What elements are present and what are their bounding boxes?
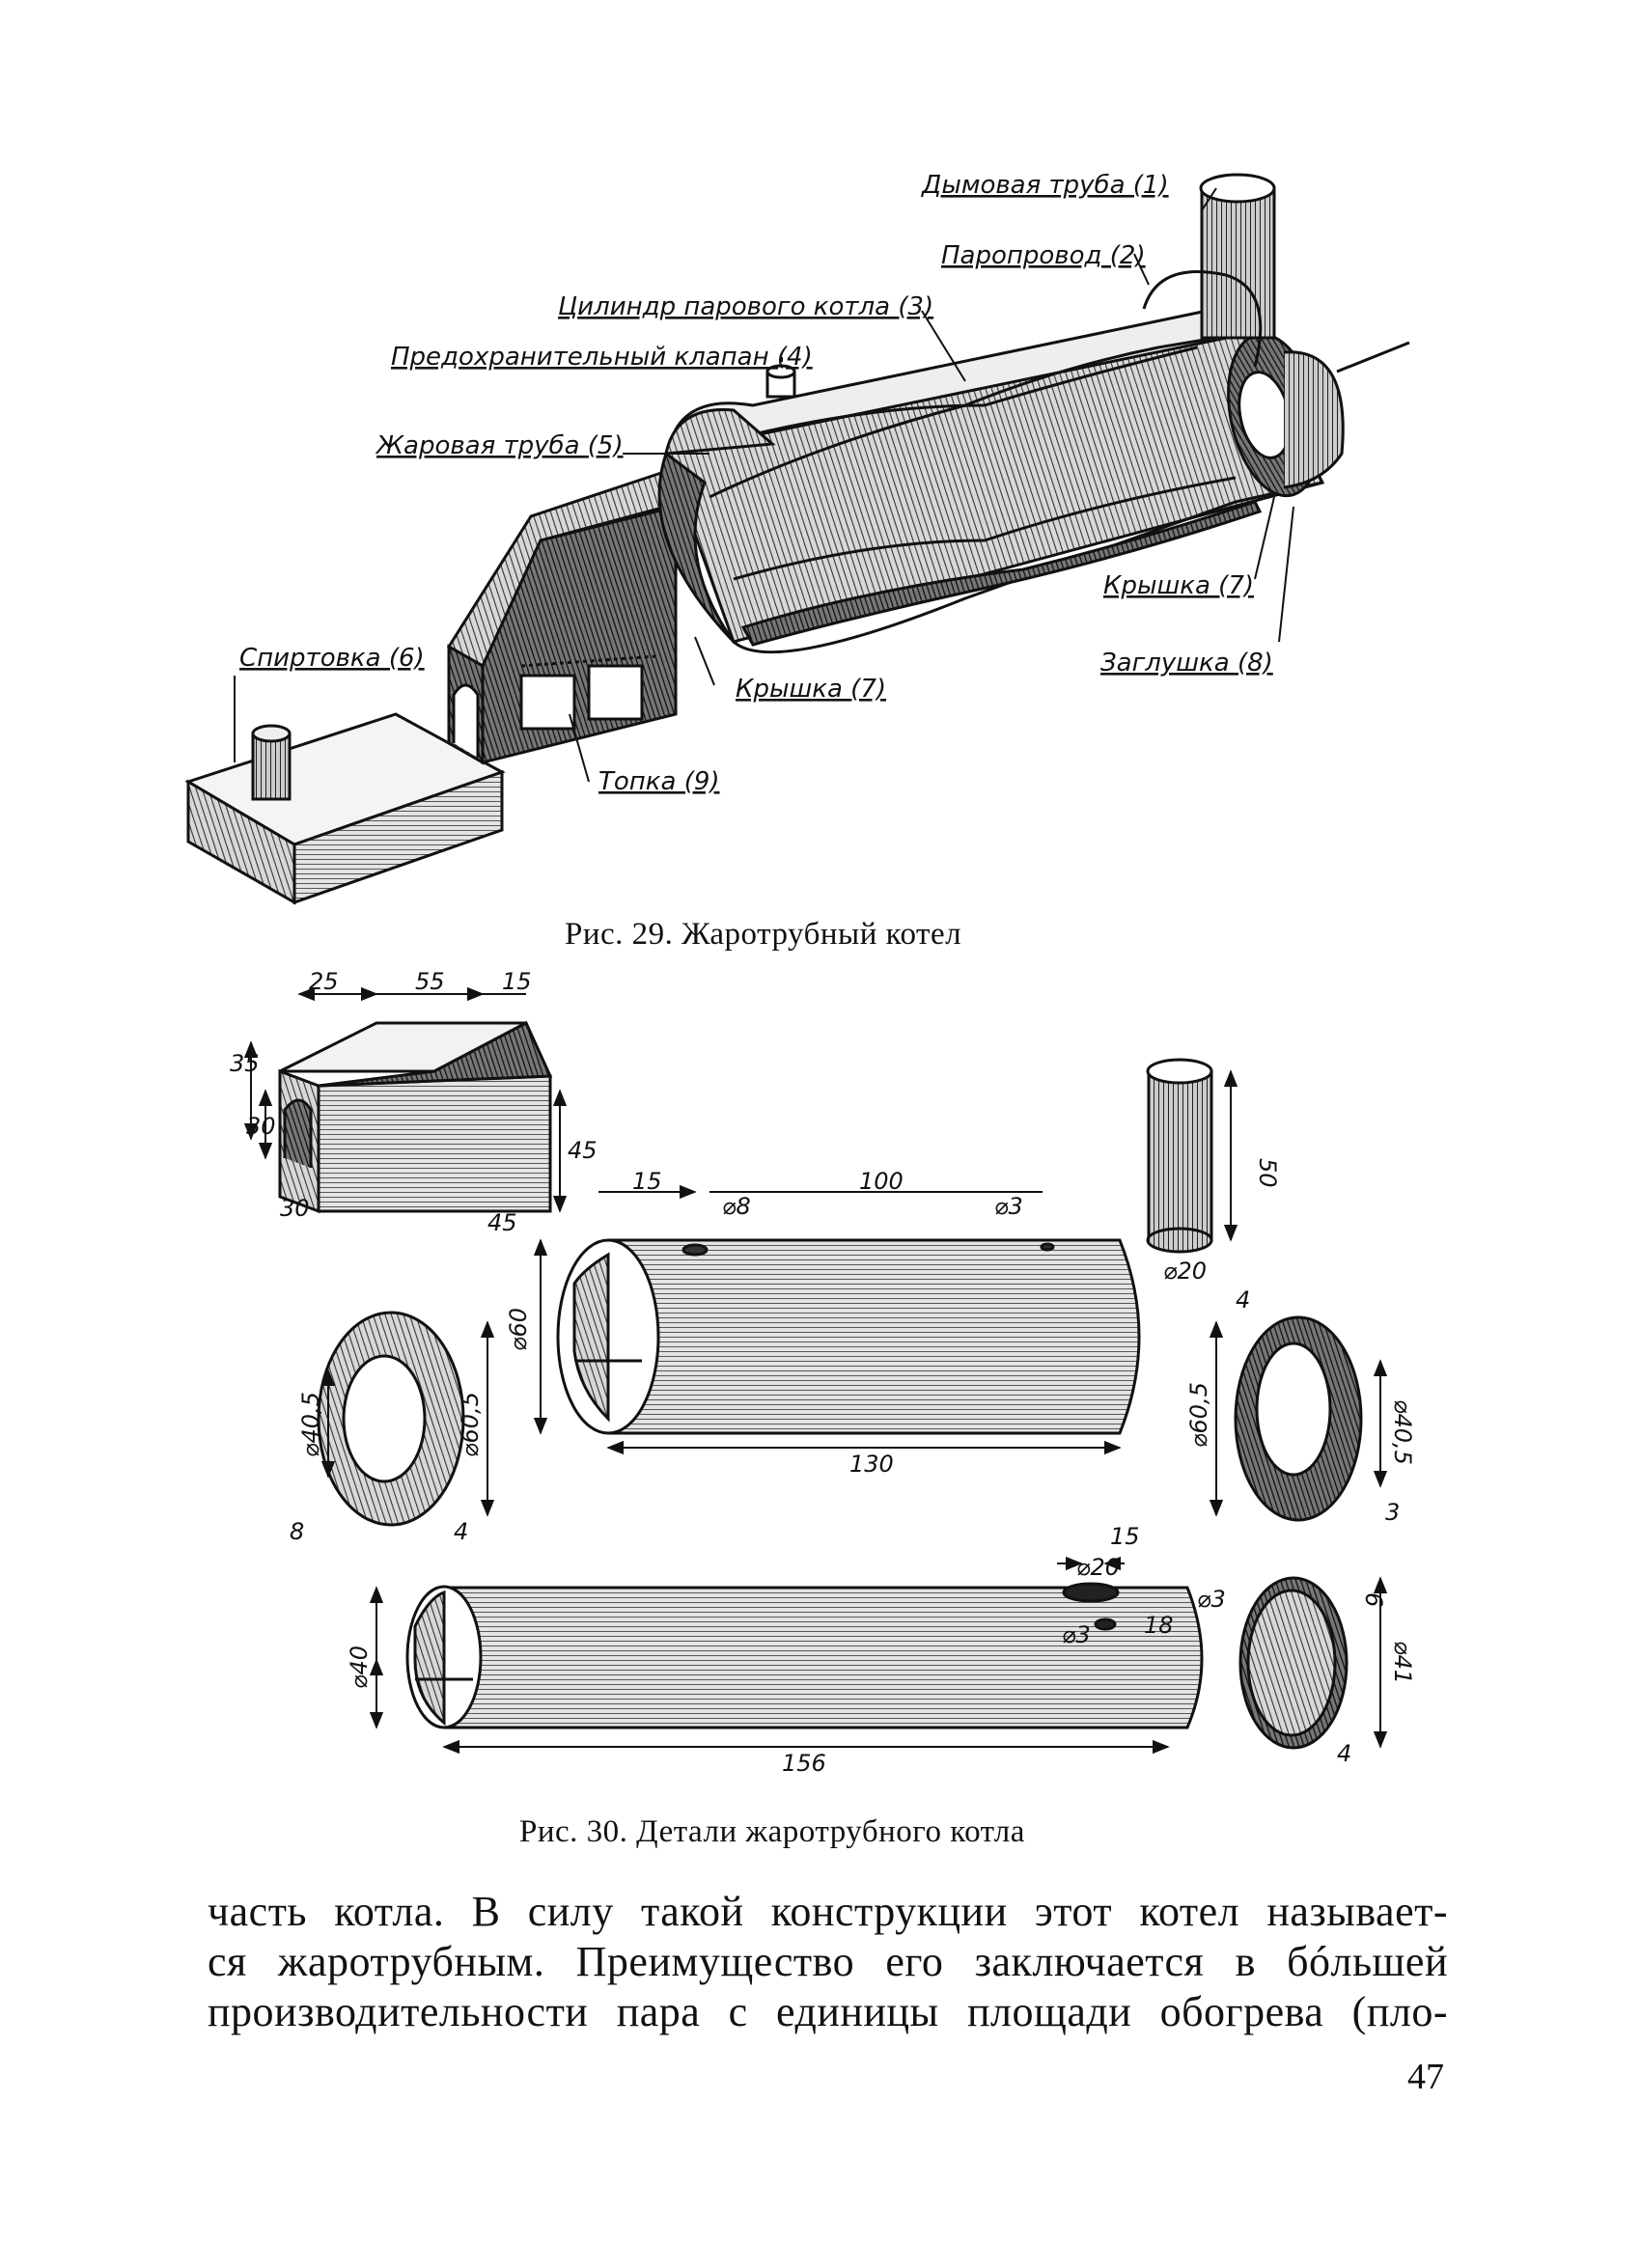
dim-cap-6: 6 [1360,1592,1387,1607]
label-plug: Заглушка (8) [1100,649,1273,678]
dim-ring-right-4: 4 [1236,1286,1250,1314]
dim-firebox-25: 25 [309,968,339,995]
figure-29-caption: Рис. 29. Жаротрубный котел [565,917,962,952]
dim-tube-d20: ⌀20 [1076,1554,1120,1581]
firebox-drawing [446,465,679,765]
figure-30-caption: Рис. 30. Детали жаротрубного котла [519,1814,1025,1849]
dim-ring-left-d605: ⌀60,5 [457,1392,484,1457]
label-spirit-lamp: Спиртовка (6) [239,644,425,673]
part-left-ring [317,1311,465,1527]
figure-29-labels: Дымовая труба (1) Паропровод (2) Цилиндр… [239,171,1273,796]
dim-tube-156: 156 [782,1750,826,1777]
dim-cap-4: 4 [1337,1740,1351,1767]
dim-tube-d40: ⌀40 [346,1646,373,1689]
dim-tube-d3: ⌀3 [1062,1621,1091,1648]
dim-ring-left-8: 8 [290,1518,304,1545]
dim-firebox-15: 15 [502,968,532,995]
dim-ring-left-4: 4 [454,1518,468,1545]
dim-cyl-15: 15 [632,1168,662,1195]
dim-ring-right-d405: ⌀40,5 [1389,1399,1416,1465]
boiler-cylinder-drawing [657,173,1410,654]
label-safety-valve: Предохранительный клапан (4) [391,343,813,372]
dim-firebox-45: 45 [568,1137,598,1164]
dim-firebox-55: 55 [415,968,445,995]
leader-lines [234,187,1294,783]
dim-tube-18: 18 [1144,1612,1174,1639]
part-boiler-cylinder [556,1238,1141,1435]
dim-cyl-d60: ⌀60 [505,1308,532,1351]
body-paragraph: часть котла. В силу такой конструкции эт… [208,1887,1448,2037]
body-line-2: ся жаротрубным. Преимущество его заключа… [208,1938,1448,1985]
label-lid-bottom: Крышка (7) [736,675,886,704]
dim-cap-d41: ⌀41 [1389,1641,1416,1684]
dim-ring-right-d605: ⌀60,5 [1185,1382,1212,1448]
part-end-cap [1238,1576,1349,1750]
dim-firebox-45b: 45 [487,1209,517,1236]
label-smoke-pipe: Дымовая труба (1) [921,171,1169,200]
label-steam-line: Паропровод (2) [941,241,1146,270]
part-right-ring [1234,1315,1363,1522]
figure-29-boiler [184,173,1410,905]
dim-firebox-35: 35 [230,1050,260,1077]
label-lid-right: Крышка (7) [1103,571,1254,600]
dim-ring-right-3: 3 [1385,1499,1400,1526]
dim-ring-left-d405: ⌀40,5 [297,1392,324,1457]
label-boiler-cylinder: Цилиндр парового котла (3) [558,292,933,321]
body-line-3: производительности пара с единицы площад… [208,1988,1448,2035]
figure-30-parts [243,986,1388,1755]
dim-tube-15: 15 [1110,1523,1140,1550]
dim-cyl-100: 100 [859,1168,904,1195]
dim-firebox-30a: 30 [246,1113,276,1140]
dim-pipe-d20: ⌀20 [1163,1258,1207,1285]
page-number: 47 [1407,2057,1444,2097]
part-fire-tube [405,1582,1204,1729]
dim-cap-d3: ⌀3 [1197,1586,1226,1613]
dim-cyl-130: 130 [849,1451,894,1478]
dim-cyl-d8: ⌀8 [722,1193,751,1220]
spirit-lamp-drawing [184,712,506,905]
label-firebox: Топка (9) [598,767,720,796]
dimension-lines [243,986,1388,1755]
dim-cyl-d3: ⌀3 [994,1193,1023,1220]
part-smoke-pipe [1146,1058,1213,1254]
part-firebox [278,1020,553,1214]
dim-firebox-30b: 30 [280,1195,310,1222]
figure-30-dimension-labels: 25 55 15 35 30 45 30 45 15 ⌀8 100 ⌀3 ⌀60… [230,968,1416,1777]
body-line-1: часть котла. В силу такой конструкции эт… [208,1888,1448,1935]
dim-pipe-50: 50 [1254,1158,1281,1188]
label-fire-tube: Жаровая труба (5) [375,431,624,460]
